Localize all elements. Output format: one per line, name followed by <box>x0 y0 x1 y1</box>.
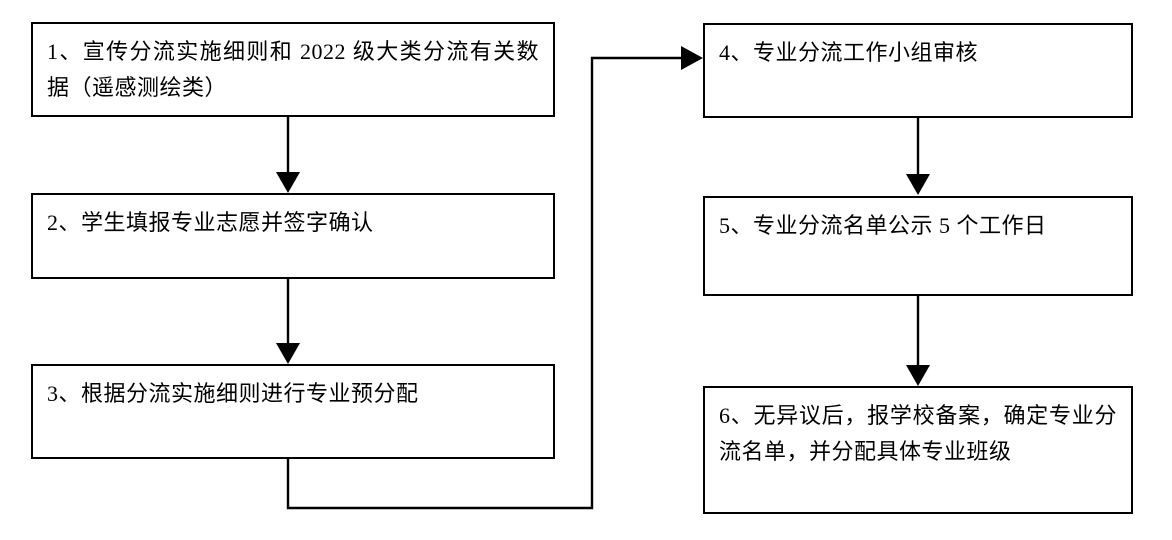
process-box-step3[interactable]: 3、根据分流实施细则进行专业预分配 <box>31 364 555 459</box>
arrowhead-down-step5 <box>906 174 930 195</box>
process-box-step4[interactable]: 4、专业分流工作小组审核 <box>703 23 1133 118</box>
connector-step1-step2 <box>276 117 300 193</box>
connector-step2-step3 <box>276 279 300 364</box>
connector-step5-step6 <box>906 296 930 386</box>
arrowhead-down-step3 <box>276 343 300 364</box>
process-box-step2-label: 2、学生填报专业志愿并签字确认 <box>47 210 374 235</box>
arrowhead-right-step4 <box>681 46 703 70</box>
process-box-step3-label: 3、根据分流实施细则进行专业预分配 <box>47 381 419 406</box>
connector-step4-step5 <box>906 118 930 195</box>
process-box-step6-label: 6、无异议后，报学校备案，确定专业分流名单，并分配具体专业班级 <box>719 403 1117 464</box>
process-box-step5-label: 5、专业分流名单公示 5 个工作日 <box>719 213 1047 238</box>
process-box-step2[interactable]: 2、学生填报专业志愿并签字确认 <box>31 193 555 279</box>
process-box-step5[interactable]: 5、专业分流名单公示 5 个工作日 <box>703 196 1133 296</box>
process-box-step1[interactable]: 1、宣传分流实施细则和 2022 级大类分流有关数据（遥感测绘类） <box>31 22 555 117</box>
process-box-step1-label: 1、宣传分流实施细则和 2022 级大类分流有关数据（遥感测绘类） <box>47 39 539 100</box>
process-box-step4-label: 4、专业分流工作小组审核 <box>719 40 979 65</box>
arrowhead-down-step6 <box>906 365 930 386</box>
arrowhead-down-step2 <box>276 172 300 193</box>
process-box-step6[interactable]: 6、无异议后，报学校备案，确定专业分流名单，并分配具体专业班级 <box>703 386 1133 514</box>
